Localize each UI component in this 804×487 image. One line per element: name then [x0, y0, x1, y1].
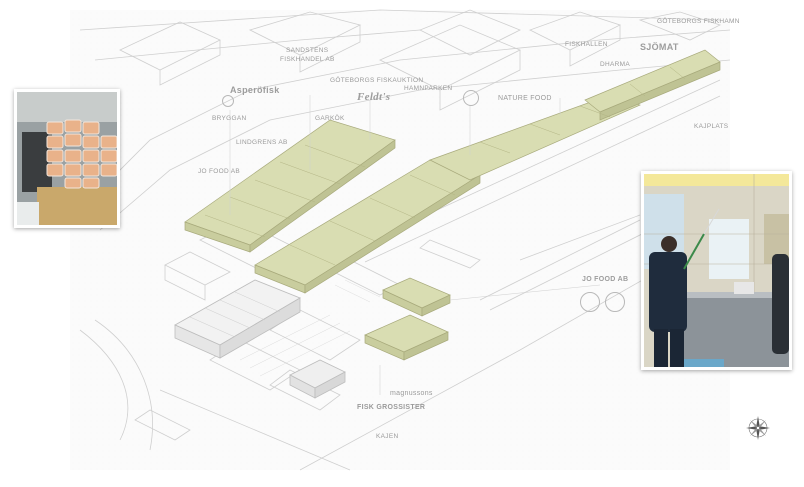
parking-lot [239, 279, 381, 377]
label-goteborgs-fiskauktion: GÖTEBORGS FISKAUKTION [330, 77, 424, 84]
map-pin-icon [463, 90, 479, 106]
label-bryggan: BRYGGAN [212, 115, 247, 122]
label-nature-food: NATURE FOOD [498, 95, 552, 102]
label-jo-food-left: JO FOOD AB [198, 168, 241, 175]
label-jo-food-right: JO FOOD AB [582, 276, 629, 283]
label-hamnparken: HAMNPARKEN [404, 85, 453, 92]
compass-rose-icon [746, 416, 770, 440]
highlighted-buildings [184, 49, 721, 361]
label-feldts: Feldt's [357, 91, 391, 103]
label-sjomat: SJÖMAT [640, 42, 679, 52]
label-lindgrens: LINDGRENS AB [236, 139, 288, 146]
service-building [289, 359, 346, 399]
context-linework [79, 9, 731, 471]
label-kajplats: KAJPLATS [694, 123, 729, 130]
seal-icon [605, 292, 625, 312]
fish-processing-worker-photo [641, 171, 792, 370]
seafood-containers-photo [14, 89, 120, 228]
label-fisk-grossister: FISK GROSSISTER [357, 404, 426, 411]
label-asperofisk: Asperöfisk [230, 85, 280, 95]
label-kajen: KAJEN [376, 433, 399, 440]
terminal-building [174, 279, 301, 359]
label-sandstens: SANDSTENS [286, 47, 329, 54]
roof-ridges [204, 66, 686, 266]
leader-lines [229, 95, 601, 395]
fish-icon [222, 95, 234, 107]
label-magnussons: magnussons [390, 390, 433, 397]
label-fiskhandel: FISKHANDEL AB [280, 56, 335, 63]
label-fiskhallen: FISKHALLEN [565, 41, 608, 48]
label-dharma: DHARMA [600, 61, 630, 68]
badge-icon [580, 292, 600, 312]
fishhall-east-roof [429, 94, 641, 181]
label-garkok: GARKÖK [315, 115, 345, 122]
label-top-right: GÖTEBORGS FISKHAMN [657, 18, 740, 25]
